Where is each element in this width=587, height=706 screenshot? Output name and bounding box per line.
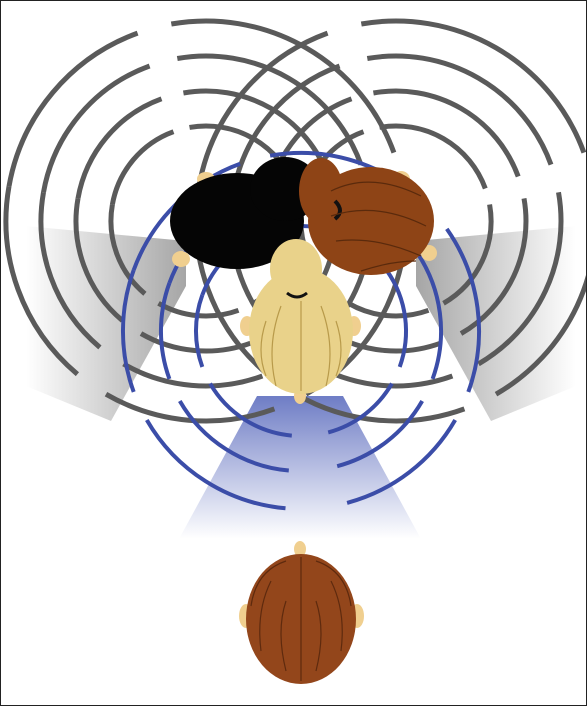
gray-wave-arc [9,33,138,186]
gray-wave-arc [373,91,518,176]
blue-wave-arc [196,295,202,367]
ear-icon [172,251,190,267]
gray-wave-arc [112,132,173,205]
blue-sound-cone [179,396,421,539]
gray-wave-arc [124,364,263,386]
listener-head [239,541,364,684]
gray-wave-arc [361,21,584,153]
blonde-hair-bun [270,239,322,299]
